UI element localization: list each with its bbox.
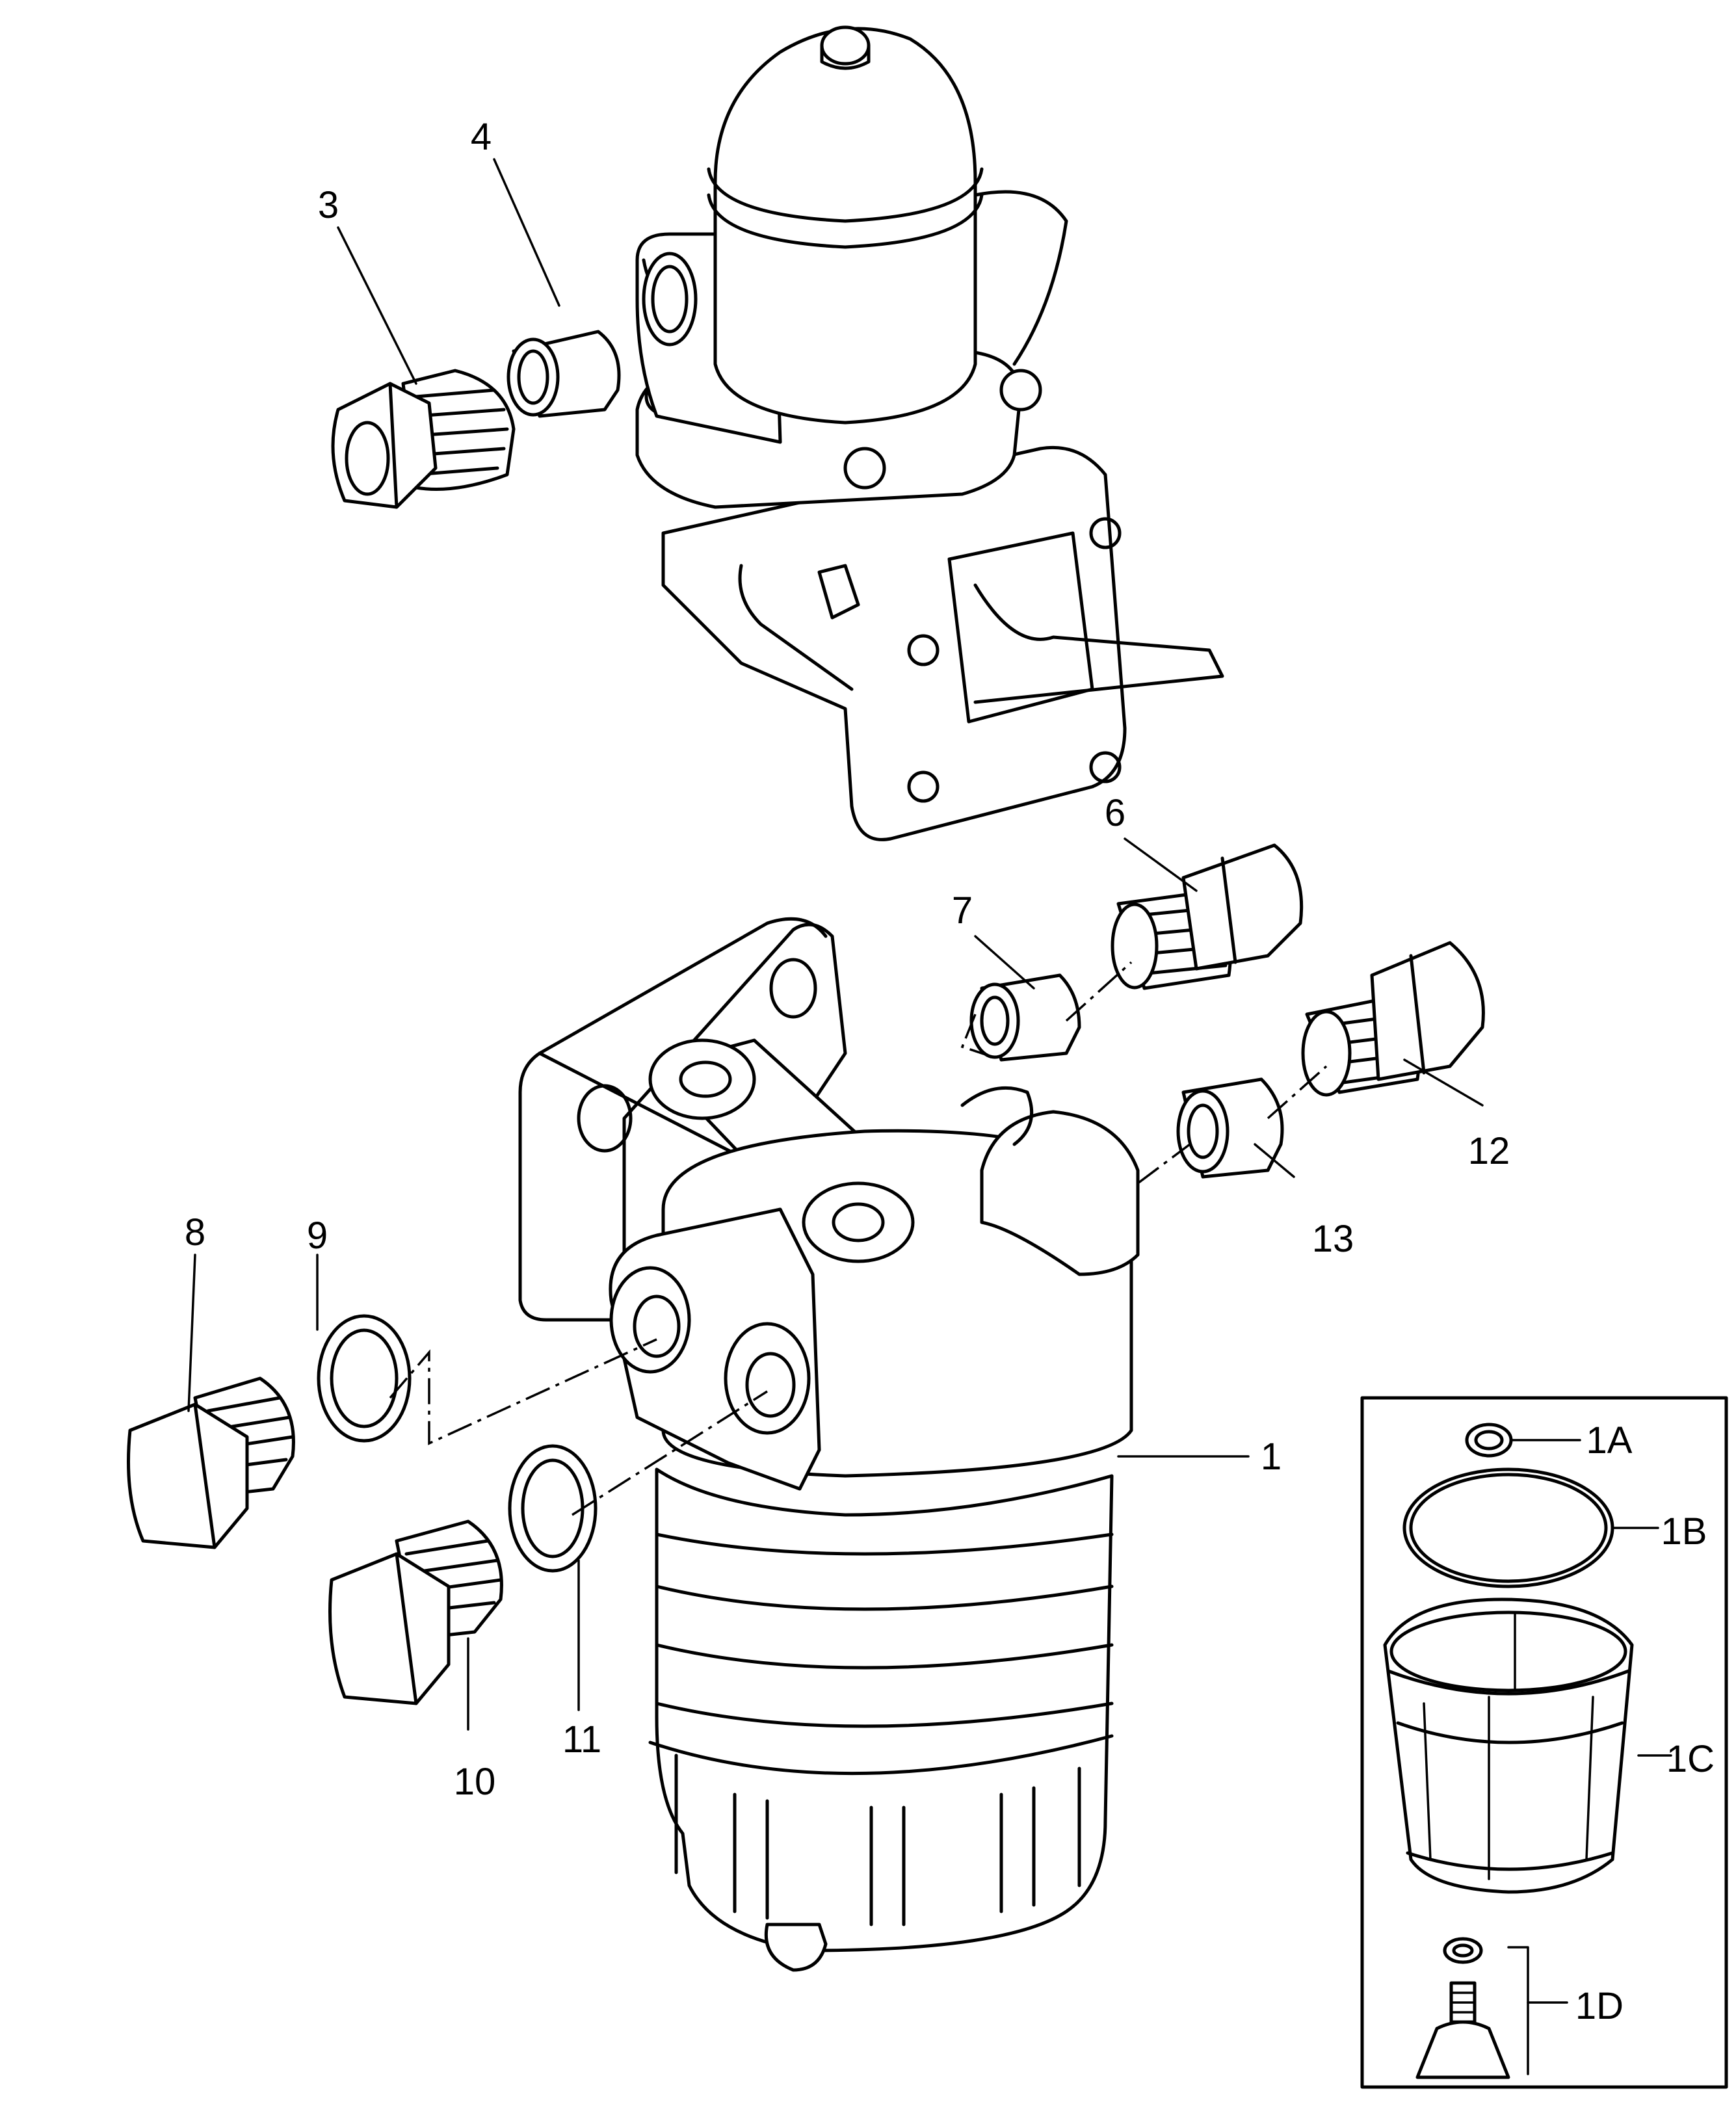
leader-lines — [187, 158, 1484, 1731]
callout-4: 4 — [471, 116, 492, 158]
callout-8: 8 — [185, 1211, 205, 1254]
part-6-hex-plug — [1111, 843, 1304, 990]
filter-element-inset — [1360, 1396, 1728, 2089]
callout-12: 12 — [1468, 1130, 1510, 1172]
part-4-sleeve — [506, 330, 621, 418]
callout-labels: 3 4 6 7 12 13 8 9 1 10 11 1A 1B 1C 1D — [185, 116, 1715, 2027]
part-1d-drain-plug — [1415, 1937, 1568, 2079]
callout-10: 10 — [454, 1761, 496, 1803]
alignment-lines — [389, 961, 1328, 1516]
part-3-hex-plug — [331, 369, 516, 509]
part-1c-filter-element — [1383, 1597, 1672, 1894]
callout-1: 1 — [1261, 1436, 1282, 1478]
part-13-sleeve — [1176, 1077, 1284, 1179]
part-1a-o-ring — [1465, 1423, 1513, 1458]
part-1b-gasket — [1402, 1467, 1614, 1588]
callout-6: 6 — [1105, 792, 1125, 834]
fuel-filter-assembly — [518, 917, 1140, 1972]
callout-1a: 1A — [1586, 1419, 1633, 1462]
callout-7: 7 — [952, 889, 973, 932]
callout-1c: 1C — [1666, 1738, 1715, 1780]
fuel-feed-pump — [635, 25, 1224, 841]
callout-1d: 1D — [1575, 1985, 1624, 2027]
callout-1b: 1B — [1661, 1510, 1707, 1553]
part-12-hex-plug — [1301, 941, 1485, 1097]
callout-9: 9 — [307, 1215, 328, 1257]
part-10-hex-plug — [328, 1519, 503, 1705]
part-9-washer — [317, 1314, 412, 1443]
callout-13: 13 — [1312, 1218, 1354, 1260]
callout-11: 11 — [562, 1718, 601, 1761]
part-7-sleeve — [969, 973, 1081, 1062]
part-8-hex-plug — [127, 1376, 295, 1549]
callout-3: 3 — [318, 184, 339, 226]
